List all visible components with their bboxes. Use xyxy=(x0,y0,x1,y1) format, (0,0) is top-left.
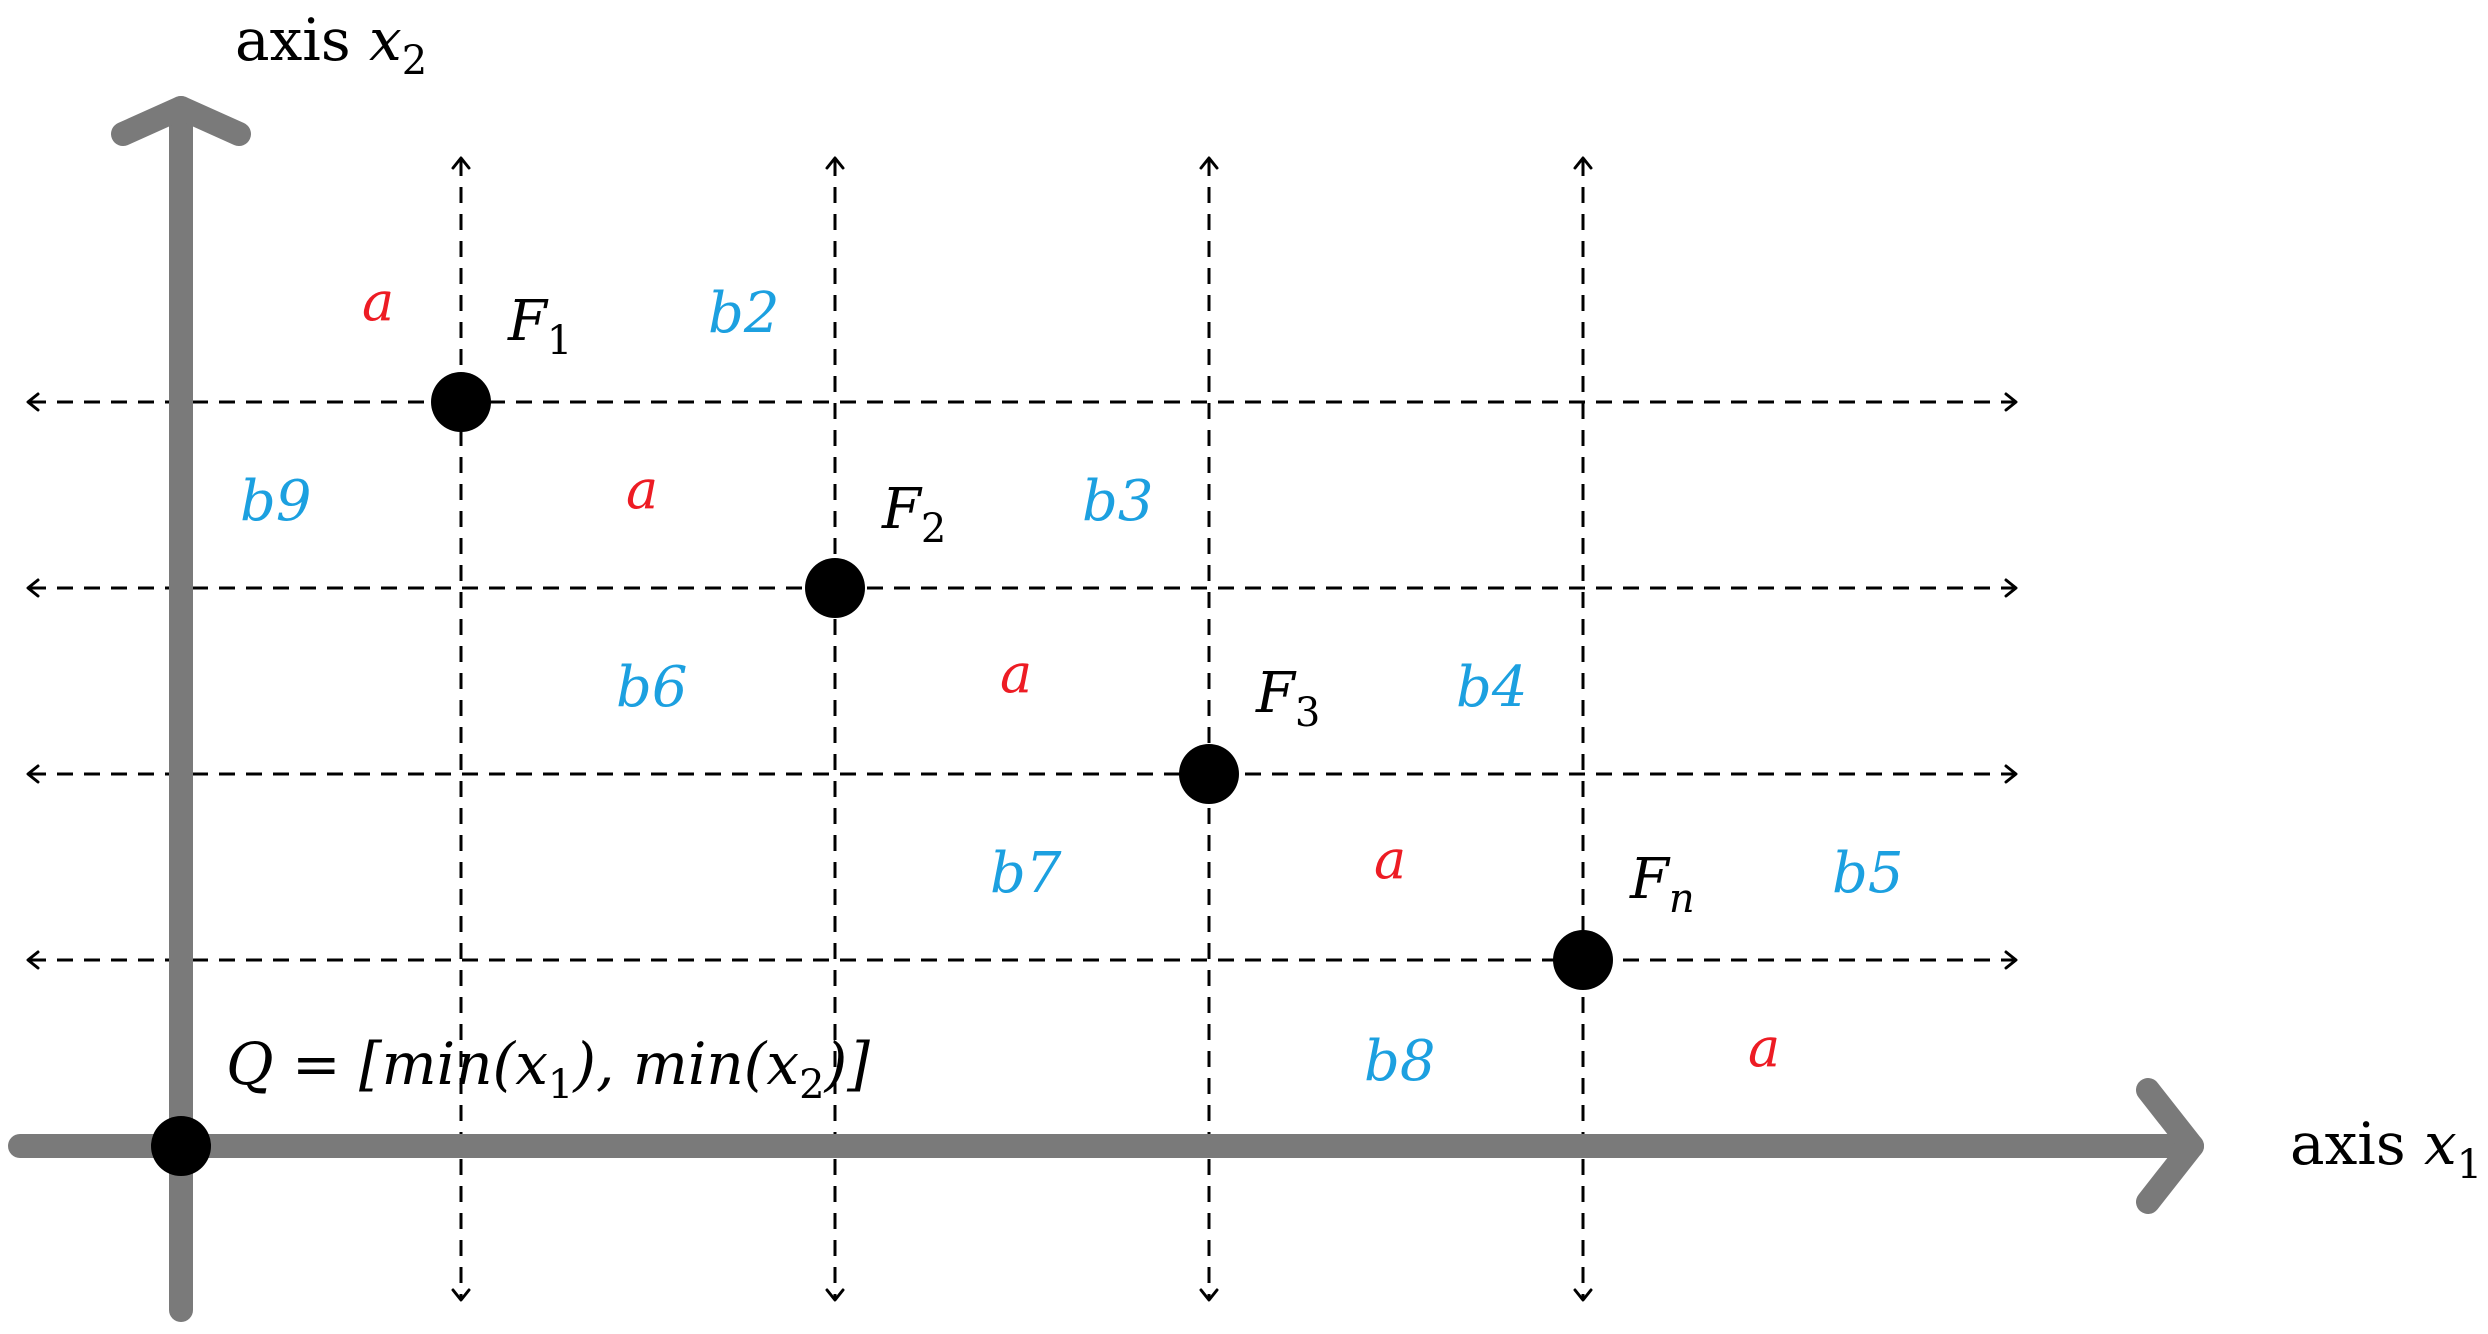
vertical-guide-lines xyxy=(459,160,1585,1298)
arrowhead-down xyxy=(825,1288,845,1302)
arrowhead-right xyxy=(2004,764,2018,784)
horizontal-guide-lines xyxy=(30,400,2014,962)
axes xyxy=(8,96,2204,1322)
arrowhead-up xyxy=(825,156,845,170)
point-label-f1: F1 xyxy=(507,289,572,364)
region-label-b2: b2 xyxy=(708,281,779,346)
region-label-b6: b6 xyxy=(616,655,687,720)
point-label-f2: F2 xyxy=(881,477,946,552)
arrowhead-right xyxy=(2004,578,2018,598)
pareto-point-f1 xyxy=(431,372,491,432)
arrowhead-right xyxy=(2004,392,2018,412)
region-label-b4: b4 xyxy=(1456,655,1527,720)
x-axis-arrowhead xyxy=(2136,1078,2204,1214)
region-label-b7: b7 xyxy=(990,841,1062,906)
pareto-point-f2 xyxy=(805,558,865,618)
pareto-point-f3 xyxy=(1179,744,1239,804)
region-label-a: a xyxy=(1000,642,1032,705)
arrowhead-left xyxy=(26,764,40,784)
region-label-a: a xyxy=(362,270,394,333)
arrowhead-up xyxy=(1199,156,1219,170)
arrowhead-down xyxy=(1199,1288,1219,1302)
region-label-b8: b8 xyxy=(1364,1029,1435,1094)
region-label-a: a xyxy=(1374,828,1406,891)
region-label-a: a xyxy=(626,458,658,521)
origin-point xyxy=(151,1116,211,1176)
arrowhead-left xyxy=(26,392,40,412)
y-axis-arrowhead xyxy=(111,96,251,146)
arrowhead-left xyxy=(26,578,40,598)
arrowhead-left xyxy=(26,950,40,970)
arrowhead-right xyxy=(2004,950,2018,970)
guide-arrowheads xyxy=(26,156,2018,1302)
region-label-b3: b3 xyxy=(1082,469,1153,534)
point-label-f3: F3 xyxy=(1255,661,1320,736)
arrowhead-down xyxy=(451,1288,471,1302)
y-axis-label: axis x2 xyxy=(235,6,427,84)
arrowhead-up xyxy=(1573,156,1593,170)
arrowhead-up xyxy=(451,156,471,170)
region-label-b9: b9 xyxy=(240,469,311,534)
origin-label: Q = [min(x1), min(x2)] xyxy=(226,1030,870,1108)
arrowhead-down xyxy=(1573,1288,1593,1302)
region-label-b5: b5 xyxy=(1832,841,1903,906)
pareto-points xyxy=(431,372,1613,990)
point-label-fn: Fn xyxy=(1629,847,1695,922)
x-axis-label: axis x1 xyxy=(2290,1110,2482,1188)
region-label-a: a xyxy=(1748,1016,1780,1079)
pareto-point-fn xyxy=(1553,930,1613,990)
